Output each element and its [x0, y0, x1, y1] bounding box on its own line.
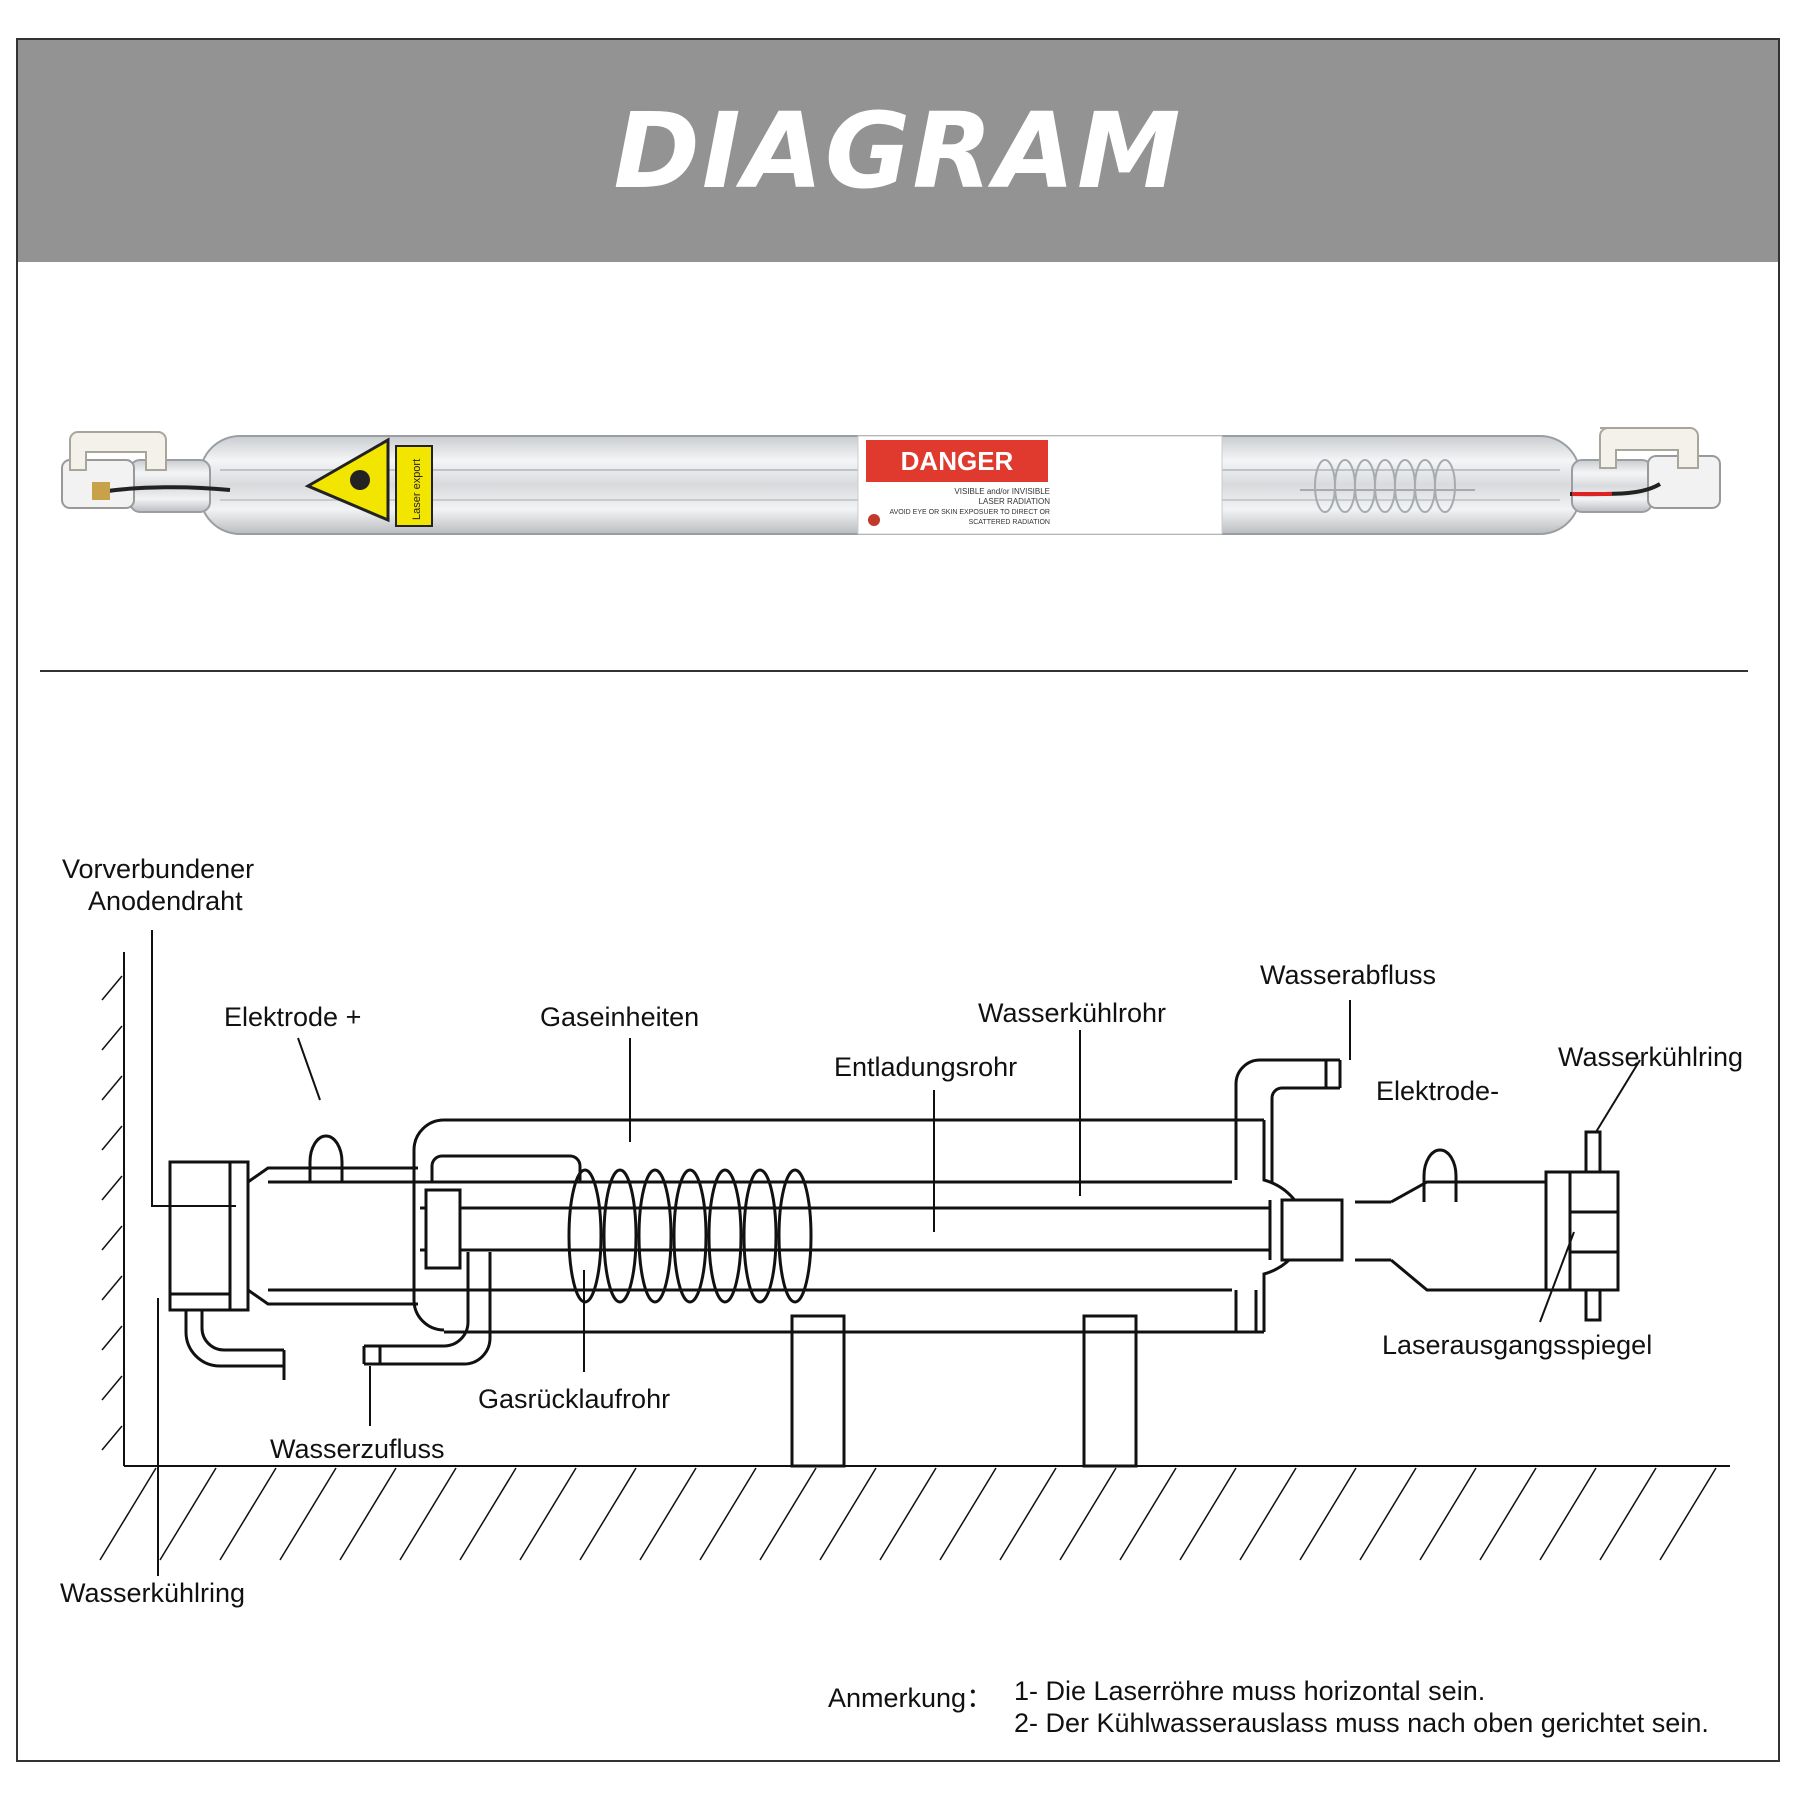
coil-graphic: [1300, 459, 1475, 513]
warning-line-4: SCATTERED RADIATION: [969, 519, 1050, 526]
label-discharge-tube: Entladungsrohr: [834, 1052, 1017, 1082]
label-output-mirror: Laserausgangsspiegel: [1382, 1330, 1652, 1360]
page-frame: DIAGRAM: [16, 38, 1780, 1762]
label-water-cooling-tube: Wasserkühlrohr: [978, 998, 1166, 1028]
laser-star-icon: [868, 514, 880, 526]
warning-line-2: LASER RADIATION: [979, 497, 1051, 506]
label-water-cooling-ring-right: Wasserkühlring: [1558, 1042, 1743, 1072]
label-gas-units: Gaseinheiten: [540, 1002, 699, 1032]
note-line-1: 1- Die Laserröhre muss horizontal sein.: [1014, 1676, 1486, 1706]
label-anode-wire-line2: Anodendraht: [88, 886, 243, 916]
header-banner: DIAGRAM: [18, 40, 1778, 262]
danger-label: DANGER: [901, 446, 1014, 476]
label-water-cooling-ring-left: Wasserkühlring: [60, 1578, 245, 1608]
warning-line-1: VISIBLE and/or INVISIBLE: [954, 487, 1050, 496]
warning-line-3: AVOID EYE OR SKIN EXPOSUER TO DIRECT OR: [889, 509, 1050, 516]
floor-hatch: [99, 1467, 1717, 1561]
wall-hatch: [101, 975, 123, 1451]
label-anode-wire-line1: Vorverbundener: [62, 854, 254, 884]
label-electrode-minus: Elektrode-: [1376, 1076, 1499, 1106]
section-divider: [40, 670, 1748, 672]
note-heading: Anmerkung：: [828, 1683, 994, 1713]
laser-warning-icon: [304, 437, 390, 523]
note-line-2: 2- Der Kühlwasserauslass muss nach oben …: [1014, 1708, 1709, 1738]
label-water-outlet: Wasserabfluss: [1260, 960, 1436, 990]
label-gas-return-tube: Gasrücklaufrohr: [478, 1384, 670, 1414]
label-water-inlet: Wasserzufluss: [270, 1434, 445, 1464]
page-title: DIAGRAM: [613, 90, 1183, 212]
label-electrode-plus: Elektrode +: [224, 1002, 361, 1032]
sticker-text: Laser export: [411, 459, 423, 520]
